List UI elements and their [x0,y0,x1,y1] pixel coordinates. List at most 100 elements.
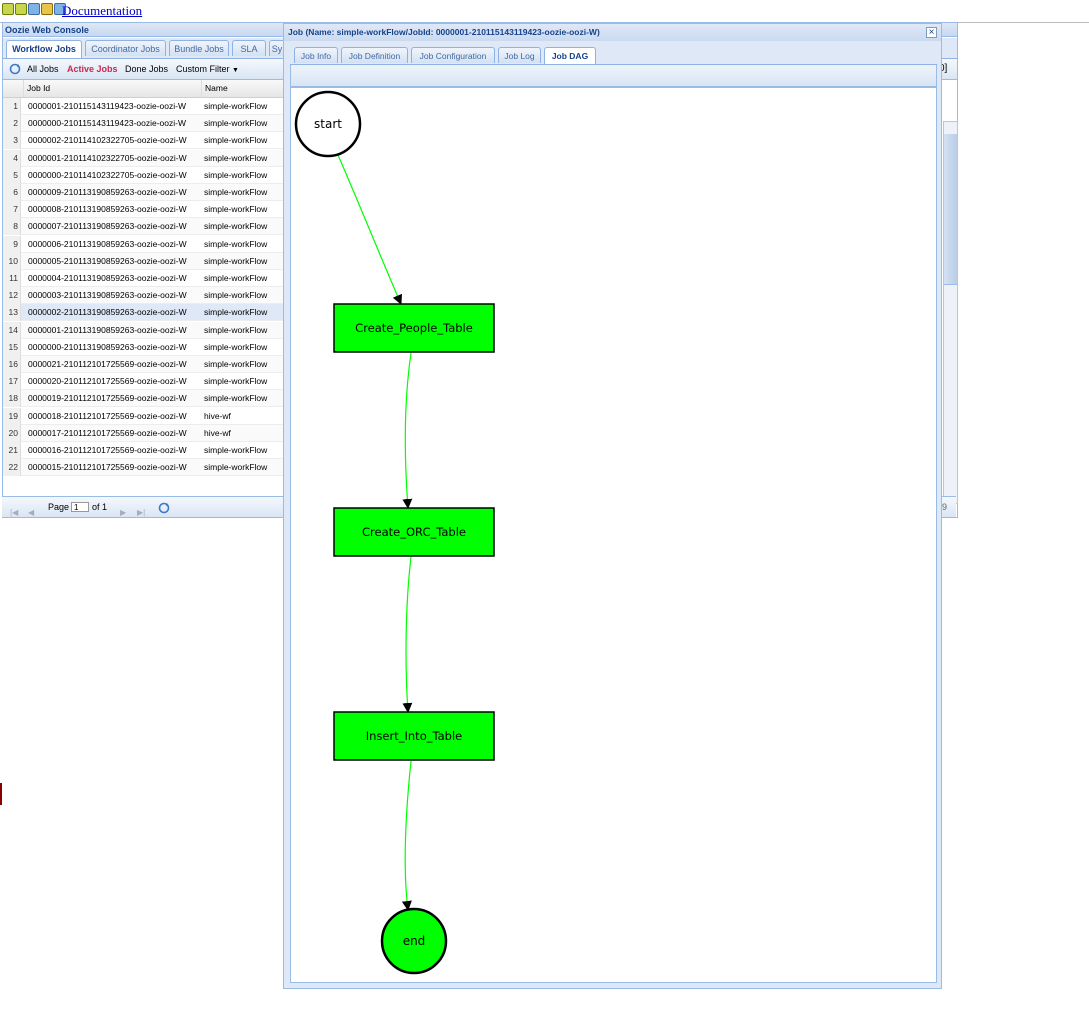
job-id-cell[interactable]: 0000000-210113190859263-oozie-oozi-W [28,341,187,352]
job-name-cell[interactable]: simple-workFlow [204,462,268,473]
job-id-cell[interactable]: 0000009-210113190859263-oozie-oozi-W [28,187,187,197]
first-page-icon[interactable]: |◀ [10,508,19,517]
dag-node-end[interactable] [380,907,448,975]
row-number: 18 [3,390,21,408]
job-id-cell[interactable]: 0000019-210112101725569-oozie-oozi-W [28,393,187,404]
close-icon[interactable]: × [926,27,937,38]
job-name-cell[interactable]: simple-workFlow [204,204,268,215]
job-id-cell[interactable]: 0000005-210113190859263-oozie-oozi-W [28,255,187,266]
job-id-cell[interactable]: 0000017-210112101725569-oozie-oozi-W [28,427,187,438]
refresh-icon[interactable] [9,62,21,82]
tab-workflow-jobs[interactable]: Workflow Jobs [6,40,82,58]
job-name-cell[interactable]: simple-workFlow [204,445,268,455]
job-name-cell[interactable]: simple-workFlow [204,118,268,129]
job-name-cell[interactable]: simple-workFlow [204,255,268,266]
column-job-id[interactable]: Job Id [23,80,201,97]
tab-sla[interactable]: SLA [232,40,266,56]
job-id-cell[interactable]: 0000021-210112101725569-oozie-oozi-W [28,359,187,369]
next-page-icon[interactable]: ▶ [120,508,127,517]
job-name-cell[interactable]: hive-wf [204,410,231,421]
tab-job-log[interactable]: Job Log [498,47,541,63]
job-name-cell[interactable]: simple-workFlow [204,324,268,335]
job-name-cell[interactable]: simple-workFlow [204,273,268,283]
job-id-cell[interactable]: 0000001-210114102322705-oozie-oozi-W [28,152,187,163]
job-id-cell[interactable]: 0000015-210112101725569-oozie-oozi-W [28,462,187,473]
job-id-cell[interactable]: 0000006-210113190859263-oozie-oozi-W [28,238,187,249]
job-name-cell[interactable]: simple-workFlow [204,238,268,249]
job-name-cell[interactable]: simple-workFlow [204,169,268,180]
job-name-cell[interactable]: hive-wf [204,427,231,438]
job-id-cell[interactable]: 0000016-210112101725569-oozie-oozi-W [28,445,187,455]
done-jobs-button[interactable]: Done Jobs [125,64,169,74]
job-name-cell[interactable]: simple-workFlow [204,221,268,232]
job-name-cell[interactable]: simple-workFlow [204,101,268,111]
column-name[interactable]: Name [201,80,283,97]
table-row[interactable]: 11 0000004-210113190859263-oozie-oozi-W si… [3,270,284,287]
job-id-cell[interactable]: 0000008-210113190859263-oozie-oozi-W [28,204,187,215]
job-id-cell[interactable]: 0000002-210114102322705-oozie-oozi-W [28,135,187,146]
tab-bundle-jobs[interactable]: Bundle Jobs [169,40,229,56]
documentation-link[interactable]: Documentation [62,3,143,18]
job-name-cell[interactable]: simple-workFlow [204,187,268,197]
job-name-cell[interactable]: simple-workFlow [204,307,268,318]
last-page-icon[interactable]: ▶| [137,508,146,517]
tab-job-definition[interactable]: Job Definition [341,47,408,63]
table-row[interactable]: 18 0000019-210112101725569-oozie-oozi-W si… [3,390,284,408]
job-id-cell[interactable]: 0000020-210112101725569-oozie-oozi-W [28,376,187,387]
job-name-cell[interactable]: simple-workFlow [204,376,268,387]
job-name-cell[interactable]: simple-workFlow [204,393,268,404]
dag-node-create-orc-table[interactable] [333,507,495,557]
dag-node-insert-into-table[interactable] [333,711,495,761]
prev-page-icon[interactable]: ◀ [28,508,35,517]
job-id-cell[interactable]: 0000001-210115143119423-oozie-oozi-W [28,101,186,111]
dag-node-create-people-table[interactable] [333,303,495,353]
job-id-cell[interactable]: 0000004-210113190859263-oozie-oozi-W [28,273,187,283]
dag-node-start[interactable] [294,90,362,158]
job-name-cell[interactable]: simple-workFlow [204,359,268,369]
job-id-cell[interactable]: 0000001-210113190859263-oozie-oozi-W [28,324,187,335]
pager-refresh-icon[interactable] [158,501,170,521]
job-id-cell[interactable]: 0000018-210112101725569-oozie-oozi-W [28,410,187,421]
tab-job-info[interactable]: Job Info [294,47,338,63]
row-number: 11 [3,270,21,287]
job-name-cell[interactable]: simple-workFlow [204,290,268,301]
custom-filter-button[interactable]: Custom Filter ▼ [176,59,239,81]
tab-job-dag[interactable]: Job DAG [544,47,596,64]
scrollbar-thumb[interactable] [944,134,957,285]
tab-job-configuration[interactable]: Job Configuration [411,47,495,63]
page-number-input[interactable]: 1 [71,502,89,512]
job-id-cell[interactable]: 0000002-210113190859263-oozie-oozi-W [28,307,187,318]
job-id-cell[interactable]: 0000000-210115143119423-oozie-oozi-W [28,118,186,129]
job-id-cell[interactable]: 0000003-210113190859263-oozie-oozi-W [28,290,187,301]
dag-node-create-people-table-label: Create_People_Table [355,321,473,335]
all-jobs-button[interactable]: All Jobs [27,64,59,74]
job-name-cell[interactable]: simple-workFlow [204,341,268,352]
tab-coordinator-jobs[interactable]: Coordinator Jobs [85,40,166,56]
job-name-cell[interactable]: simple-workFlow [204,135,268,146]
job-id-cell[interactable]: 0000007-210113190859263-oozie-oozi-W [28,221,187,232]
active-jobs-button[interactable]: Active Jobs [67,64,118,74]
job-id-cell[interactable]: 0000000-210114102322705-oozie-oozi-W [28,169,187,180]
job-name-cell[interactable]: simple-workFlow [204,152,268,163]
vertical-scrollbar[interactable]: ⌄ [943,121,958,504]
